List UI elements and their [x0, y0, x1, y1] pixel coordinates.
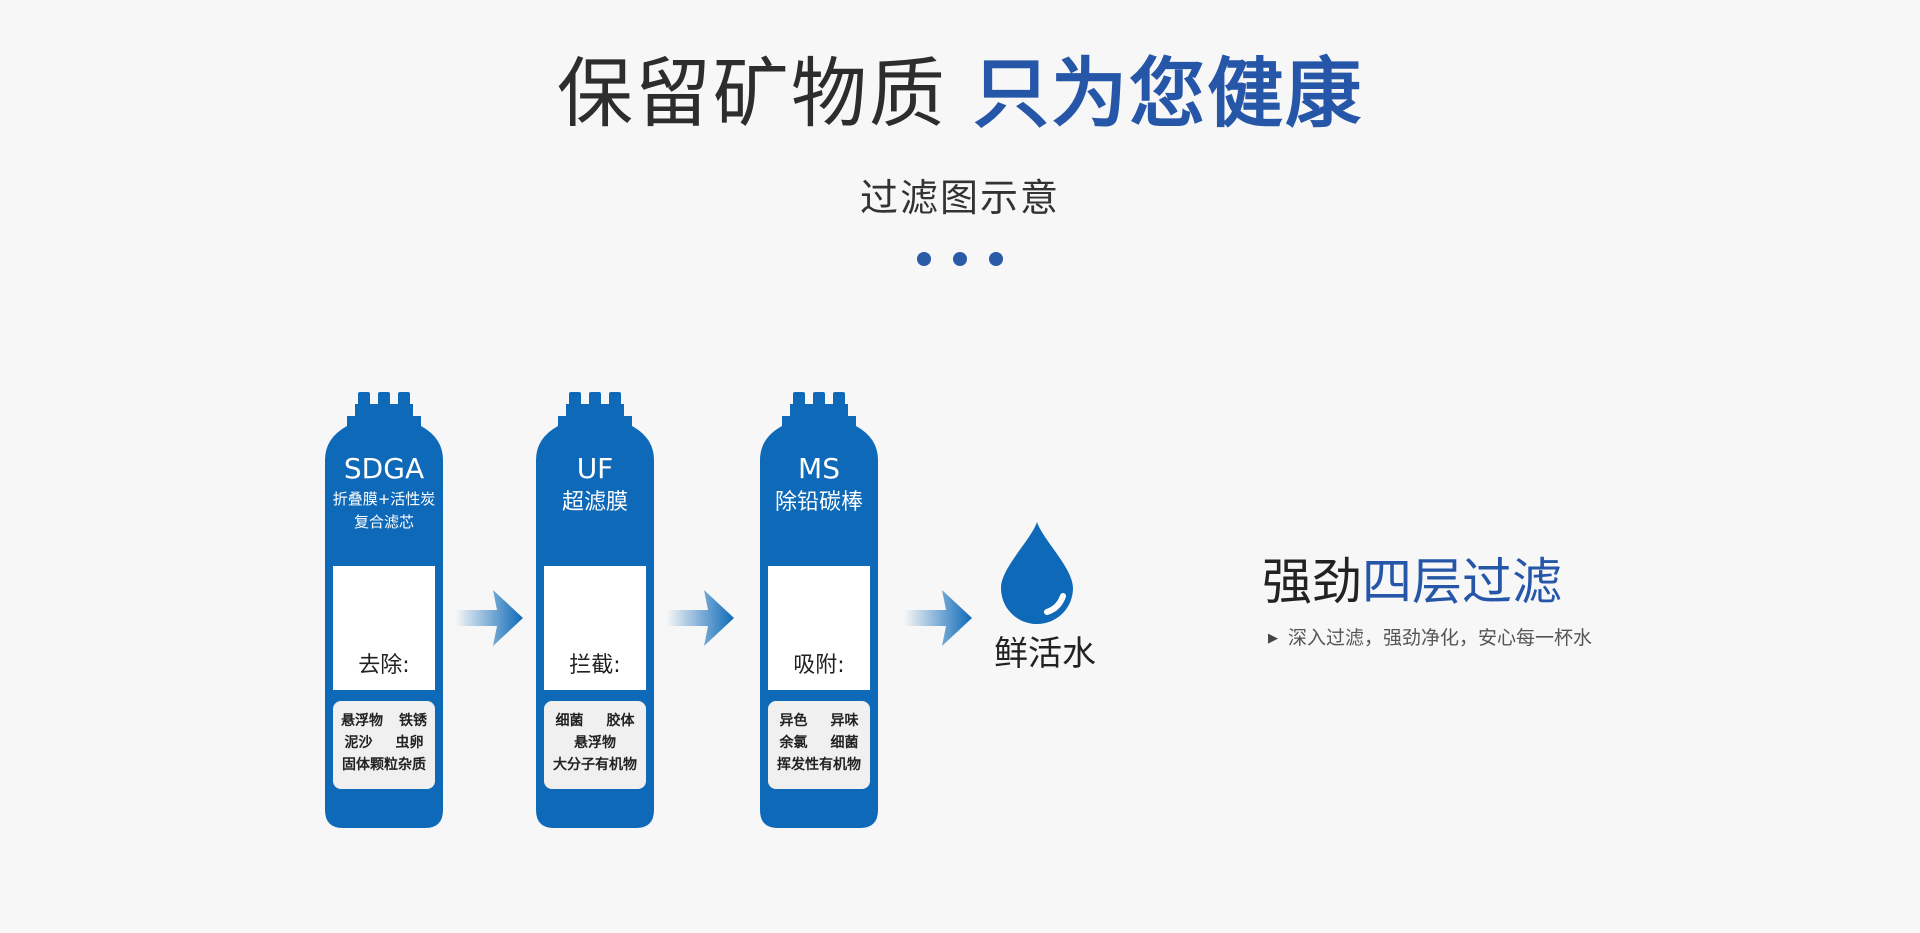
- arrow-right-icon: [455, 590, 523, 646]
- filter-action: 拦截:: [569, 653, 621, 678]
- filter-action: 吸附:: [793, 653, 845, 678]
- filter-action: 去除:: [358, 653, 410, 678]
- feature-title: 强劲四层过滤: [1262, 552, 1562, 612]
- arrow-right-icon: [666, 590, 734, 646]
- filter-window: [544, 566, 646, 690]
- filter-code: UF: [576, 452, 614, 485]
- filter-items: 悬浮物铁锈 泥沙 虫卵 固体颗粒杂质: [333, 701, 435, 789]
- filter-cartridge-uf: UF 超滤膜 拦截: 细菌 胶体 悬浮物 大分子有机物: [536, 390, 654, 830]
- feature-description: ▶ 深入过滤，强劲净化，安心每一杯水: [1268, 625, 1592, 652]
- dot-icon: [953, 252, 967, 266]
- page-title-accent: 只为您健康: [973, 49, 1364, 138]
- filter-name: 除铅碳棒: [774, 490, 863, 515]
- filter-item: 泥沙: [344, 735, 373, 751]
- filter-item: 细菌: [830, 735, 859, 751]
- filter-cartridge-ms: MS 除铅碳棒 吸附: 异色 异味 余氯 细菌 挥发性有机物: [760, 390, 878, 830]
- filter-item: 余氯: [779, 735, 808, 751]
- filter-item: 异色: [779, 713, 808, 729]
- filter-item: 虫卵: [395, 735, 424, 751]
- filter-item: 悬浮物: [341, 713, 383, 729]
- filter-cartridge-sdga: SDGA 折叠膜+活性炭复合滤芯 去除: 悬浮物铁锈 泥沙 虫卵 固体颗粒杂质: [325, 390, 443, 830]
- filter-name: 超滤膜: [561, 490, 628, 515]
- filter-item: 挥发性有机物: [777, 757, 861, 773]
- page-title: 保留矿物质 只为您健康: [0, 48, 1920, 140]
- filter-item: 胶体: [606, 713, 635, 729]
- feature-description-text: 深入过滤，强劲净化，安心每一杯水: [1288, 627, 1593, 649]
- triangle-right-icon: ▶: [1268, 631, 1278, 646]
- feature-title-accent: 四层过滤: [1362, 553, 1562, 611]
- section-subtitle: 过滤图示意: [859, 176, 1060, 220]
- dot-icon: [917, 252, 931, 266]
- filter-item: 细菌: [555, 713, 584, 729]
- filter-items: 细菌 胶体 悬浮物 大分子有机物: [544, 701, 646, 789]
- page-title-plain: 保留矿物质: [556, 49, 947, 138]
- filter-code: MS: [798, 452, 840, 485]
- dot-icon: [989, 252, 1003, 266]
- arrow-right-icon: [904, 590, 972, 646]
- filter-item: 固体颗粒杂质: [342, 757, 426, 773]
- filter-item: 悬浮物: [574, 735, 616, 751]
- filter-item: 大分子有机物: [553, 757, 637, 773]
- dots-divider: [0, 252, 1920, 266]
- filter-window: [768, 566, 870, 690]
- water-drop-icon: [1001, 522, 1073, 624]
- filter-item: 铁锈: [399, 713, 427, 729]
- feature-title-plain: 强劲: [1262, 553, 1362, 611]
- filter-window: [333, 566, 435, 690]
- filter-item: 异味: [830, 713, 859, 729]
- filter-items: 异色 异味 余氯 细菌 挥发性有机物: [768, 701, 870, 789]
- output-label: 鲜活水: [994, 634, 1096, 674]
- filter-name: 折叠膜+活性炭复合滤芯: [332, 490, 436, 531]
- filter-code: SDGA: [343, 452, 425, 485]
